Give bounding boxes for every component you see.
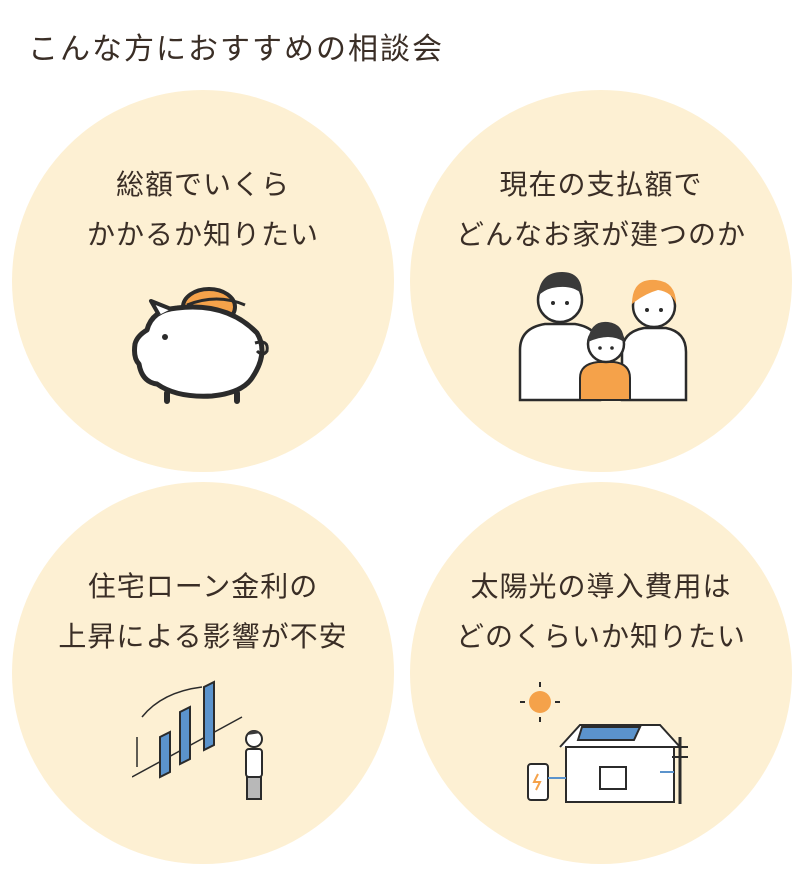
caption-line: 上昇による影響が不安 — [58, 620, 348, 653]
piggy-bank-icon — [132, 287, 269, 404]
caption-line: 住宅ローン金利の — [87, 570, 319, 603]
caption-line: 総額でいくら — [115, 168, 290, 201]
caption-line: 太陽光の導入費用は — [470, 570, 732, 603]
caption-line: 現在の支払額で — [499, 168, 703, 201]
caption-line: かかるか知りたい — [86, 218, 319, 251]
card-caption: 太陽光の導入費用は どのくらいか知りたい — [410, 562, 792, 662]
rising-chart-person-icon — [132, 680, 263, 800]
card-caption: 住宅ローン金利の 上昇による影響が不安 — [12, 562, 394, 662]
solar-house-icon — [520, 682, 688, 804]
caption-line: どんなお家が建つのか — [455, 218, 746, 251]
page-title: こんな方におすすめの相談会 — [28, 32, 444, 67]
family-thinking-icon — [518, 272, 688, 402]
card-caption: 総額でいくら かかるか知りたい — [12, 160, 394, 260]
card-solar-cost: 太陽光の導入費用は どのくらいか知りたい — [410, 482, 792, 864]
card-current-payment: 現在の支払額で どんなお家が建つのか — [410, 90, 792, 472]
caption-line: どのくらいか知りたい — [455, 620, 746, 653]
card-loan-rate: 住宅ローン金利の 上昇による影響が不安 — [12, 482, 394, 864]
card-total-cost: 総額でいくら かかるか知りたい — [12, 90, 394, 472]
card-caption: 現在の支払額で どんなお家が建つのか — [410, 160, 792, 260]
